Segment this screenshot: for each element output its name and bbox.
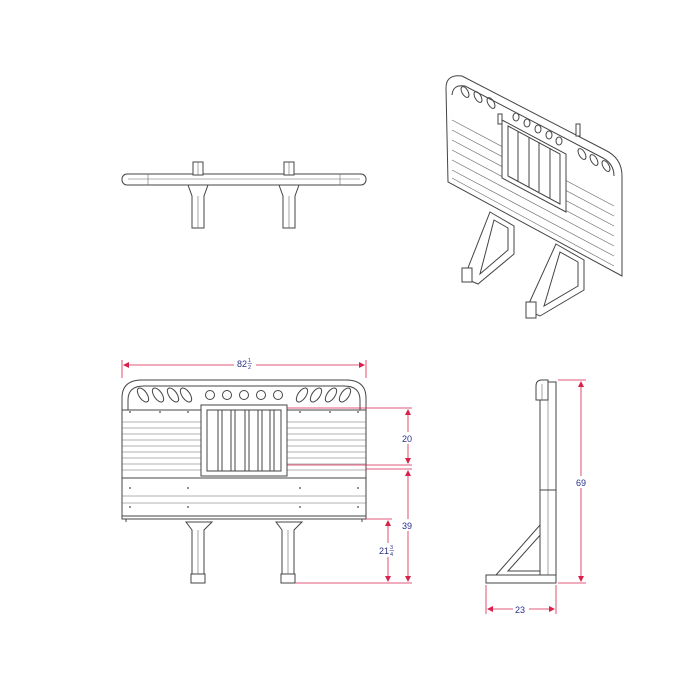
dimension-base-depth-value: 23 [515, 605, 525, 615]
front-leg-right [275, 521, 304, 584]
dimension-width-den: 2 [248, 365, 251, 371]
isometric-view [445, 75, 623, 319]
front-window [200, 404, 288, 477]
dimension-window-height-value: 20 [402, 434, 412, 444]
dimension-leg-height-den: 4 [390, 552, 393, 558]
front-slots [136, 387, 352, 403]
dimension-total-height: 69 [558, 379, 590, 584]
top-view [121, 161, 367, 229]
top-rail [121, 173, 367, 186]
dimension-width-num: 1 [248, 358, 251, 364]
front-window-bars [217, 409, 275, 472]
dimension-base-depth: 23 [485, 585, 557, 615]
dimension-leg-height-whole: 21 [379, 546, 389, 556]
front-holes [205, 390, 283, 400]
dimension-width-whole: 82 [237, 359, 247, 369]
front-view: 82 1 2 20 39 21 3 4 [121, 357, 416, 584]
dimension-lower-height: 39 [295, 468, 416, 584]
side-base [485, 574, 557, 584]
dimension-window-height: 20 [287, 407, 416, 466]
iso-leg-left [461, 211, 515, 285]
side-view: 69 23 [485, 379, 590, 615]
dimension-leg-height: 21 3 4 [366, 518, 398, 582]
dimension-total-height-value: 69 [576, 478, 586, 488]
iso-leg-right [525, 243, 585, 319]
front-rivets [129, 411, 359, 508]
dimension-width: 82 1 2 [121, 357, 367, 378]
front-leg-left [185, 521, 214, 584]
iso-openings [460, 86, 611, 172]
dimension-leg-height-num: 3 [390, 545, 393, 551]
dimension-lower-height-value: 39 [402, 521, 412, 531]
